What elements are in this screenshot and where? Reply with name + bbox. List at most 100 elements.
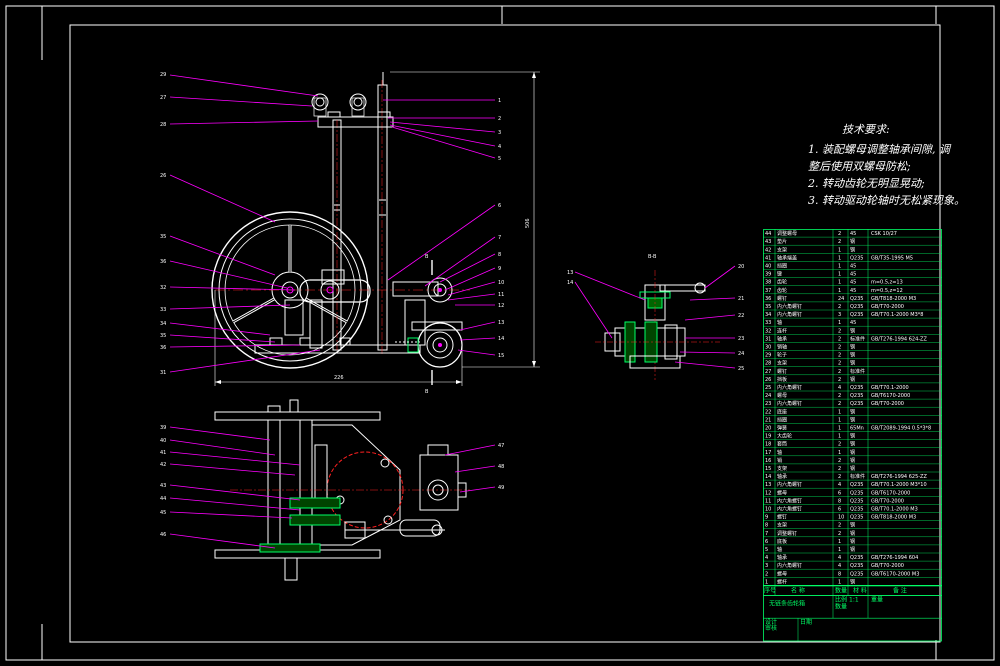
bom-cell-qty: 6 [838,490,841,496]
bom-cell-no: 19 [765,434,771,440]
qty-label: 数量 [835,602,847,610]
bom-cell-no: 10 [765,507,771,513]
svg-text:15: 15 [498,353,504,359]
bom-cell-qty: 1 [838,247,841,253]
bom-cell-material: 钢 [850,441,855,448]
bom-cell-no: 2 [765,571,768,577]
bom-cell-name: 销 [777,457,782,464]
bom-cell-material: 45 [850,272,856,278]
bom-cell-name: 内六角螺钉 [777,303,802,310]
bom-cell-no: 29 [765,353,771,359]
svg-text:6: 6 [498,203,501,209]
bom-cell-qty: 2 [838,523,841,529]
bom-cell-no: 33 [765,320,771,326]
bom-cell-no: 35 [765,304,771,310]
bom-cell-qty: 2 [838,466,841,472]
bom-cell-material: 钢 [850,465,855,472]
bom-cell-name: 螺钉 [777,514,787,521]
bom-cell-material: Q235 [850,507,863,513]
svg-text:35: 35 [160,234,166,240]
bom-cell-note: GB/T276-1994 624-ZZ [871,336,927,342]
bom-cell-qty: 4 [838,563,841,569]
dim-height: 506 [525,218,531,228]
bom-cell-no: 44 [765,231,771,237]
svg-text:9: 9 [498,266,501,272]
bom-cell-note: GB/T2089-1994 0.5*3*8 [871,426,931,432]
svg-text:26: 26 [160,173,166,179]
bom-cell-name: 底座 [777,408,787,415]
bom-cell-material: Q235 [850,401,863,407]
bom-cell-qty: 2 [838,353,841,359]
bom-cell-name: 挡圈 [777,416,787,423]
bom-cell-note: GB/T6170-2000 [871,490,910,496]
svg-text:14: 14 [567,280,573,286]
bom-cell-qty: 4 [838,482,841,488]
bom-cell-no: 4 [765,555,768,561]
bom-cell-no: 23 [765,401,771,407]
front-balloons-right: 1 2 3 4 5 6 7 8 9 10 11 12 13 14 15 [498,98,504,359]
bom-cell-qty: 1 [838,255,841,261]
bom-cell-name: 支架 [777,522,787,529]
notes-line-3: 2. 转动齿轮无明显晃动; [808,177,925,190]
svg-text:27: 27 [160,95,166,101]
bom-cell-no: 16 [765,458,771,464]
svg-text:28: 28 [160,122,166,128]
svg-text:48: 48 [498,464,504,470]
bom-cell-name: 挡板 [777,376,787,383]
bom-cell-no: 9 [765,515,768,521]
bom-cell-name: 调整螺母 [777,230,797,237]
svg-text:34: 34 [160,321,166,327]
bom-cell-qty: 2 [838,239,841,245]
bom-cell-material: Q235 [850,393,863,399]
bom-cell-name: 挡圈 [777,263,787,270]
svg-text:4: 4 [498,144,501,150]
bom-cell-note: GB/T70.1-2000 M3 [871,507,918,513]
bom-cell-no: 13 [765,482,771,488]
bom-cell-material: 钢 [850,530,855,537]
bom-cell-no: 40 [765,264,771,270]
bom-cell-qty: 24 [838,296,844,302]
bom-cell-qty: 8 [838,498,841,504]
bom-cell-note: GB/T70-2000 [871,304,904,310]
bom-cell-qty: 3 [838,312,841,318]
scale-value: 1:1 [849,596,859,603]
bom-cell-material: Q235 [850,555,863,561]
bom-cell-name: 螺母 [777,570,787,577]
bom-cell-no: 39 [765,272,771,278]
bom-cell-qty: 2 [838,377,841,383]
bom-cell-name: 齿轮 [777,287,787,294]
svg-text:46: 46 [160,532,166,538]
bom-cell-no: 26 [765,377,771,383]
bom-cell-material: 钢 [850,546,855,553]
bom-cell-qty: 2 [838,531,841,537]
bom-cell-name: 大齿轮 [777,433,792,440]
bom-cell-material: 钢 [850,457,855,464]
bom-cell-qty: 6 [838,507,841,513]
bom-cell-name: 螺钉 [777,368,787,375]
bom-cell-material: 钢 [850,344,855,351]
svg-text:36: 36 [160,259,166,265]
bom-cell-name: 内六角螺钉 [777,384,802,391]
bom-cell-no: 31 [765,336,771,342]
svg-text:41: 41 [160,450,166,456]
bom-cell-material: Q235 [850,255,863,261]
bom-cell-material: 钢 [850,376,855,383]
bom-cell-name: 螺钉 [777,295,787,302]
bom-cell-note: m=0.5,z=12 [871,288,903,294]
bom-cell-qty: 1 [838,320,841,326]
section-title: B-B [648,254,657,260]
bom-cell-note: m=0.5,z=13 [871,280,903,286]
bom-cell-material: 45 [850,264,856,270]
svg-text:14: 14 [498,336,504,342]
bom-cell-material: 钢 [850,522,855,529]
notes-title: 技术要求: [842,123,890,136]
svg-text:40: 40 [160,438,166,444]
bom-cell-no: 8 [765,523,768,529]
svg-text:31: 31 [160,370,166,376]
bom-cell-no: 27 [765,369,771,375]
sheet-border-outer [5,5,995,661]
bom-cell-material: Q235 [850,515,863,521]
bom-cell-material: Q235 [850,571,863,577]
svg-text:42: 42 [160,462,166,468]
